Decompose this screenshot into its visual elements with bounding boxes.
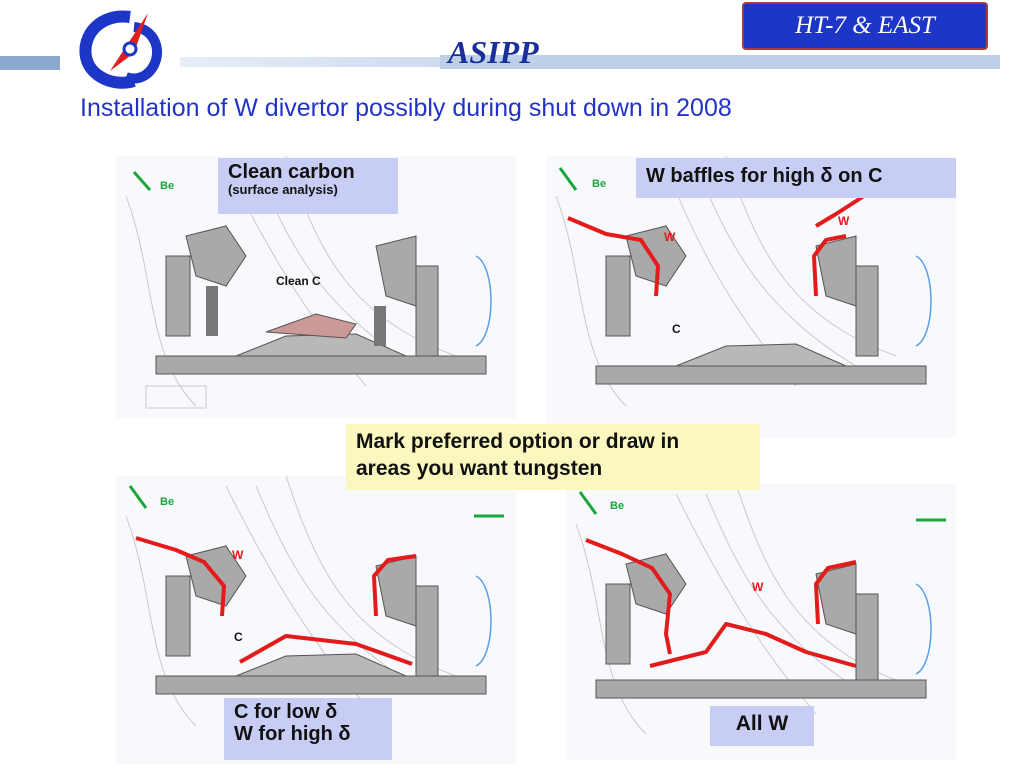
be-label: Be	[592, 178, 607, 190]
w-label-left: W	[664, 230, 676, 244]
panel-label-line2: W for high δ	[234, 723, 351, 745]
panel-label-line2: (surface analysis)	[228, 182, 338, 197]
asipp-logo-icon	[79, 10, 163, 89]
c-label: C	[234, 630, 243, 644]
w-label-right: W	[838, 214, 850, 228]
clean-c-label: Clean C	[276, 274, 321, 288]
diagram-panel-w-baffles: Be W W C W baffles for high δ on C	[546, 156, 956, 438]
w-label: W	[232, 548, 244, 562]
divertor-drawing-all-w	[575, 484, 946, 735]
diagram-panel-c-low-w-high: Be W C C for low δ W for high δ	[116, 476, 516, 764]
panel-label-line1: C for low δ	[234, 701, 338, 723]
panel-label-all-w: All W	[710, 706, 814, 746]
header-bar-left	[0, 56, 60, 70]
panel-label-w-baffles: W baffles for high δ on C	[636, 158, 956, 198]
panel-label-clean-carbon: Clean carbon (surface analysis)	[218, 158, 398, 214]
header-bar-mid	[180, 57, 440, 67]
w-label: W	[752, 580, 764, 594]
be-label: Be	[610, 500, 625, 512]
note-line2: areas you want tungsten	[356, 457, 603, 481]
divertor-drawing-clean-carbon	[125, 156, 492, 409]
note-line1: Mark preferred option or draw in	[356, 430, 680, 453]
divertor-drawing-w-baffles	[555, 156, 936, 407]
diagram-panel-clean-carbon: Be Clean C Clean carbon (surface analysi…	[116, 156, 516, 418]
divertor-drawing-c-low-w-high	[125, 476, 504, 727]
panel-label-c-low-w-high: C for low δ W for high δ	[224, 698, 392, 760]
panel-label-line1: Clean carbon	[228, 161, 355, 183]
project-badge: HT-7 & EAST	[742, 2, 988, 50]
c-label: C	[672, 322, 681, 336]
center-instruction-note: Mark preferred option or draw in areas y…	[346, 424, 760, 490]
diagram-panel-all-w: Be W All W	[566, 484, 956, 760]
be-label: Be	[160, 496, 175, 508]
be-label: Be	[160, 180, 175, 192]
slide-title: Installation of W divertor possibly duri…	[80, 94, 732, 122]
brand-name: ASIPP	[448, 34, 539, 70]
header-bar-right	[440, 55, 1000, 69]
